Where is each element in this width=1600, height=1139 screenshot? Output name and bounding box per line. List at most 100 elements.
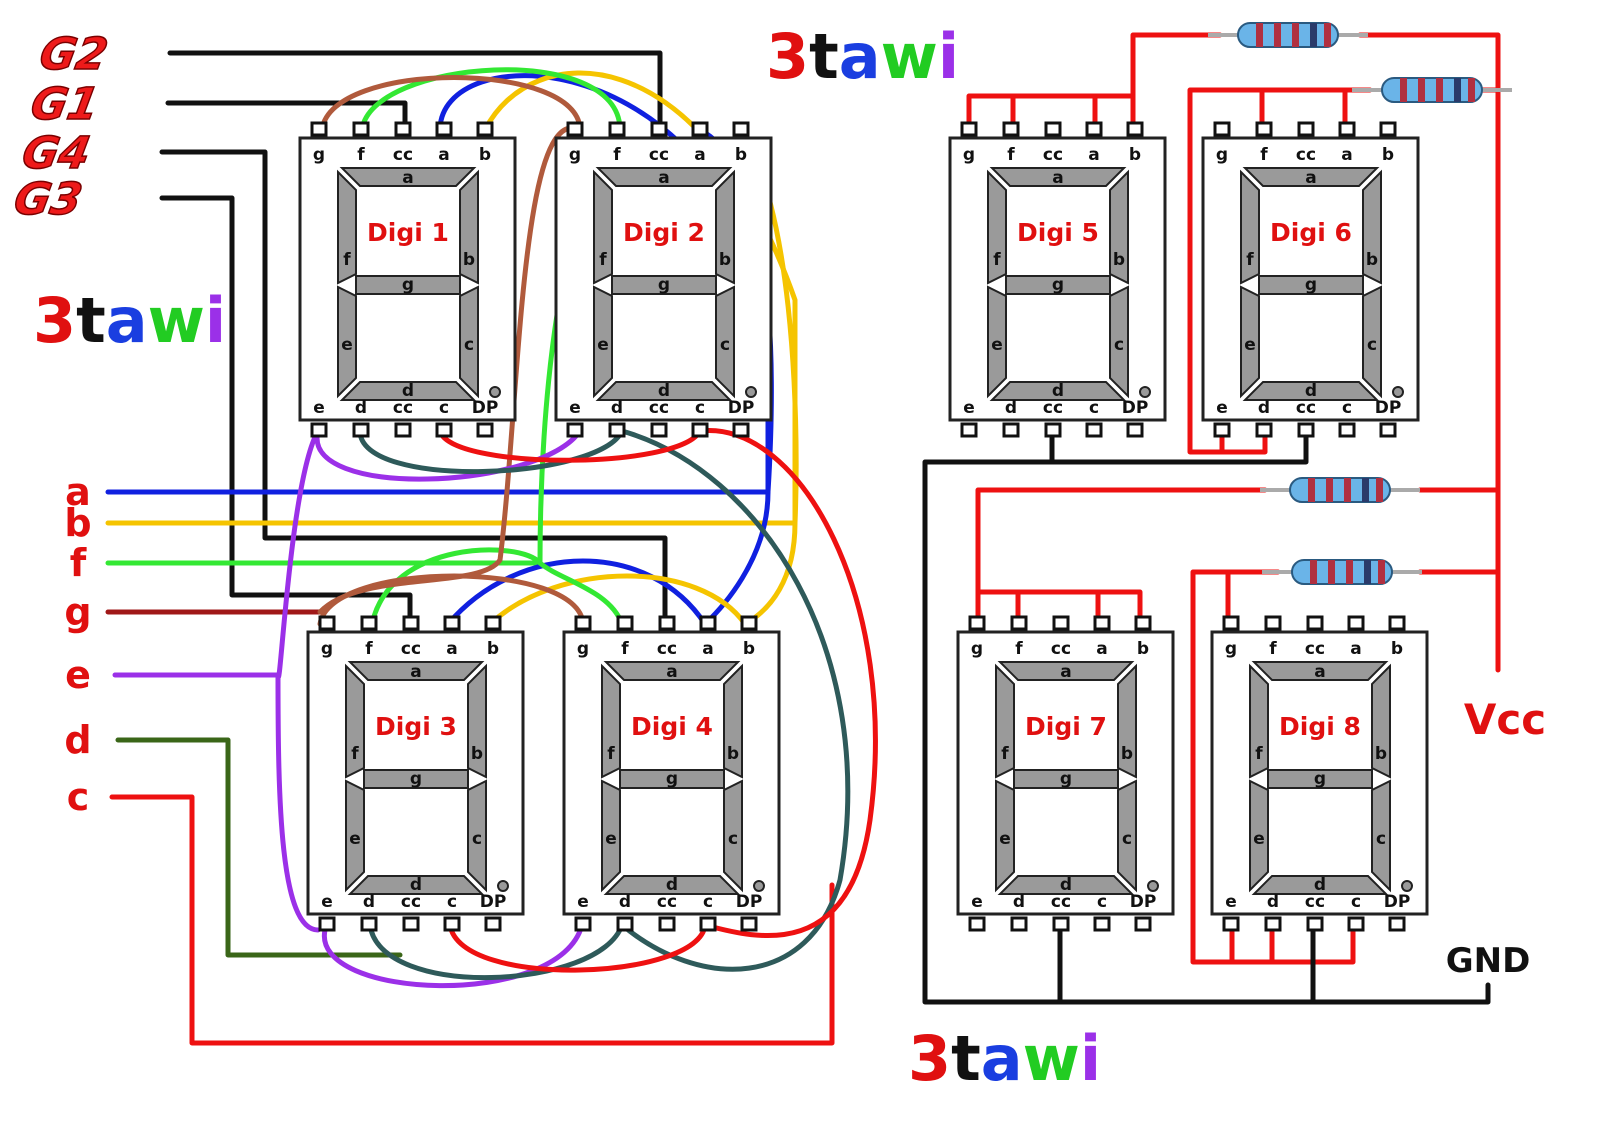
segment-label-g: g [402, 275, 414, 295]
segment-label-b: b [471, 744, 483, 764]
segment-label-b: b [719, 250, 731, 270]
vcc-bar-digi5 [966, 93, 1136, 133]
segment-label-f: f [351, 744, 359, 764]
segment-b [467, 663, 487, 779]
segment-f [1240, 169, 1260, 285]
resistor-1 [1208, 22, 1368, 48]
segment-label-c: c [720, 335, 730, 355]
segment-d [997, 875, 1135, 895]
bottom-pin [1044, 422, 1062, 438]
bottom-pin-label: e [971, 892, 983, 912]
segment-b [1362, 169, 1382, 285]
top-pin-label: a [1350, 639, 1361, 659]
bottom-pin-label: cc [1051, 892, 1071, 912]
bottom-pin [1002, 422, 1020, 438]
segment-label-f: f [343, 250, 351, 270]
segment-b [1371, 663, 1391, 779]
bottom-pin [658, 916, 676, 932]
segment-b [459, 169, 479, 285]
segment-label-a: a [1052, 168, 1063, 188]
segment-label-g: g [1060, 769, 1072, 789]
bottom-pin [574, 916, 592, 932]
top-pin-label: g [1225, 639, 1237, 659]
brand-char: 3 [908, 1022, 951, 1095]
ground-label-g4: G4 [18, 128, 94, 179]
top-pin-label: cc [1305, 639, 1325, 659]
bottom-pin-label: cc [1296, 398, 1316, 418]
top-pin [1347, 615, 1365, 631]
brand-char: i [205, 284, 226, 357]
vcc-return-digi8 [1190, 569, 1356, 965]
digit-module-7 [956, 615, 1175, 932]
segment-label-d: d [1060, 875, 1072, 895]
segment-c [1371, 779, 1391, 893]
bottom-pin [1264, 916, 1282, 932]
top-pin [352, 121, 370, 137]
wire-c-bottom [447, 922, 708, 973]
digit-name: Digi 3 [375, 712, 457, 741]
brand-char: t [951, 1022, 981, 1095]
brand-char: w [1023, 1022, 1080, 1095]
segment-a [339, 167, 477, 187]
top-pin [699, 615, 717, 631]
segment-g [619, 769, 725, 789]
segment-c [723, 779, 743, 893]
segment-e [601, 779, 621, 893]
top-pin [1052, 615, 1070, 631]
top-pin-label: b [1129, 145, 1141, 165]
bottom-pin-label: DP [472, 398, 499, 418]
bottom-pin [1306, 916, 1324, 932]
bottom-pin [1134, 916, 1152, 932]
top-pin-label: g [971, 639, 983, 659]
bottom-pin-label: c [1097, 892, 1107, 912]
segment-g [355, 275, 461, 295]
top-pin-label: f [1260, 145, 1268, 165]
digit-name: Digi 8 [1279, 712, 1361, 741]
top-pin [318, 615, 336, 631]
segment-c [1109, 285, 1129, 399]
segment-f [337, 169, 357, 285]
top-pin [1126, 121, 1144, 137]
segment-label-g: g [666, 769, 678, 789]
segment-d [989, 381, 1127, 401]
bus-label-c: c [67, 775, 90, 819]
brand-char: 3 [33, 284, 76, 357]
segment-c [1117, 779, 1137, 893]
bottom-pin [1010, 916, 1028, 932]
top-pin-label: g [313, 145, 325, 165]
segment-f [1249, 663, 1269, 779]
segment-label-f: f [607, 744, 615, 764]
segment-a [1242, 167, 1380, 187]
bottom-pin-label: e [963, 398, 975, 418]
top-pin [960, 121, 978, 137]
bottom-pin [1222, 916, 1240, 932]
bottom-pin [616, 916, 634, 932]
bottom-pin-label: d [619, 892, 631, 912]
segment-e [593, 285, 613, 399]
bottom-pin [1388, 916, 1406, 932]
bottom-pin [394, 422, 412, 438]
brand-char: w [881, 20, 938, 93]
segment-label-f: f [1255, 744, 1263, 764]
segment-e [337, 285, 357, 399]
top-pin-label: cc [401, 639, 421, 659]
ground-wire-g1 [165, 100, 408, 133]
top-pin [1338, 121, 1356, 137]
top-pin [1010, 615, 1028, 631]
brand-char: 3 [766, 20, 809, 93]
segment-label-d: d [658, 381, 670, 401]
top-pin-label: g [1216, 145, 1228, 165]
ground-label-g3: G3 [10, 174, 86, 225]
segment-label-a: a [410, 662, 421, 682]
decimal-point [497, 880, 509, 892]
top-pin-label: f [365, 639, 373, 659]
top-pin-label: g [321, 639, 333, 659]
segment-label-a: a [658, 168, 669, 188]
segment-label-d: d [1052, 381, 1064, 401]
top-pin-label: f [613, 145, 621, 165]
bottom-pin [650, 422, 668, 438]
top-pin [443, 615, 461, 631]
vcc-bar-digi6 [1259, 87, 1348, 133]
top-pin [574, 615, 592, 631]
